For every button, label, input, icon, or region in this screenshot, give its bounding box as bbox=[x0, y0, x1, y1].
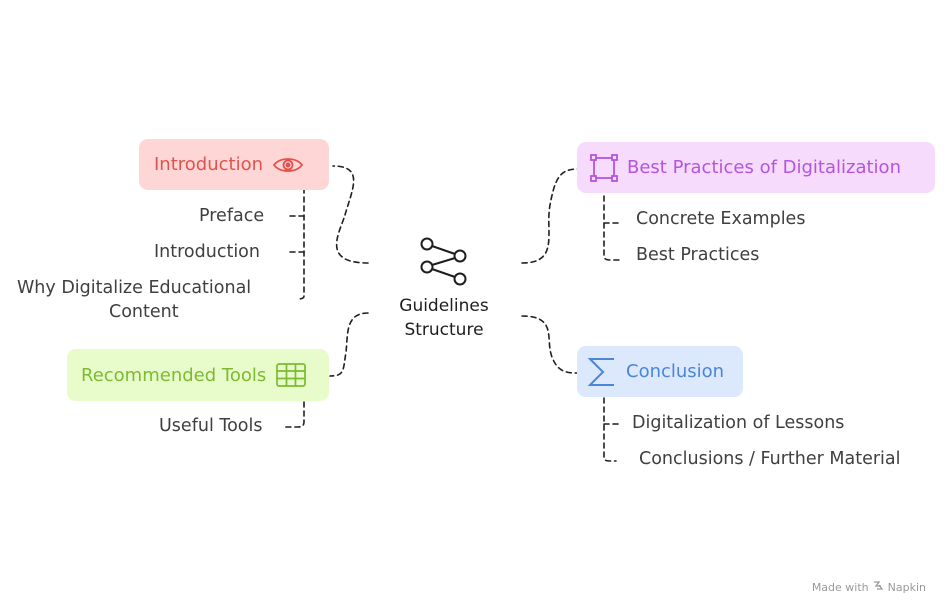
branch-best-practices[interactable]: Best Practices of Digitalization bbox=[577, 142, 935, 193]
footer-brand: Napkin bbox=[887, 580, 926, 594]
link-conclusion bbox=[521, 315, 579, 374]
center-title: Guidelines Structure bbox=[380, 294, 508, 342]
link-bp-trunk bbox=[603, 195, 623, 261]
leaf-introduction: Introduction bbox=[154, 242, 260, 262]
branch-recommended-tools-label: Recommended Tools bbox=[81, 364, 267, 386]
leaf-preface: Preface bbox=[199, 206, 265, 226]
center-title-line2: Structure bbox=[404, 320, 484, 340]
link-intro-trunk bbox=[297, 187, 305, 300]
link-conc-trunk bbox=[603, 397, 617, 462]
sigma-icon bbox=[587, 356, 617, 388]
footer-made-with: Made with bbox=[811, 580, 869, 594]
link-recommended-tools bbox=[329, 312, 369, 377]
leaf-concrete-examples: Concrete Examples bbox=[636, 209, 806, 229]
link-tools-child bbox=[283, 401, 305, 428]
link-best-practices bbox=[521, 168, 579, 264]
branch-conclusion-label: Conclusion bbox=[626, 361, 725, 382]
leaf-useful-tools: Useful Tools bbox=[159, 416, 263, 436]
center-title-line1: Guidelines bbox=[399, 296, 489, 316]
leaf-why-digitalize: Why Digitalize Educational bbox=[17, 278, 252, 298]
leaf-why-digitalize-content: Content bbox=[109, 302, 179, 322]
branch-introduction[interactable]: Introduction bbox=[139, 139, 329, 190]
leaf-conclusions-further: Conclusions / Further Material bbox=[639, 449, 901, 469]
napkin-logo-icon bbox=[873, 580, 884, 594]
branch-recommended-tools[interactable]: Recommended Tools bbox=[67, 349, 329, 401]
table-icon bbox=[276, 363, 307, 387]
branch-conclusion[interactable]: Conclusion bbox=[577, 346, 743, 397]
share-network-icon bbox=[420, 237, 467, 286]
frame-icon bbox=[589, 153, 619, 183]
branch-introduction-label: Introduction bbox=[154, 154, 264, 175]
leaf-digitalization-lessons: Digitalization of Lessons bbox=[632, 413, 845, 433]
footer-credit: Made with Napkin bbox=[812, 580, 926, 594]
eye-icon bbox=[272, 155, 304, 175]
link-introduction bbox=[332, 165, 369, 264]
branch-best-practices-label: Best Practices of Digitalization bbox=[627, 157, 901, 178]
leaf-best-practices: Best Practices bbox=[636, 245, 760, 265]
